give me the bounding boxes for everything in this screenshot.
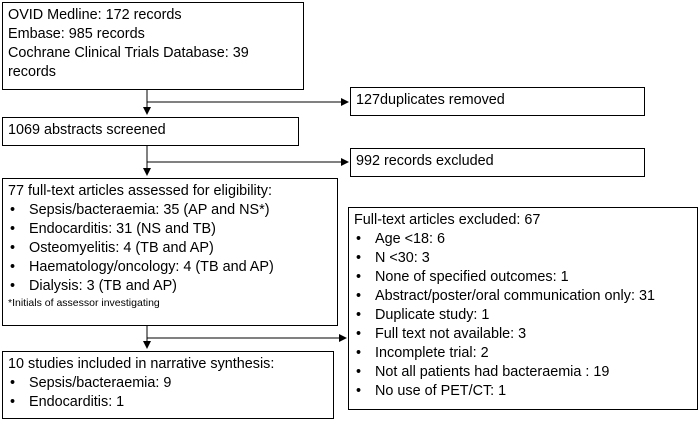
duplicates-box: 127duplicates removed	[350, 87, 645, 116]
source-line-cochrane: Cochrane Clinical Trials Database: 39	[8, 45, 249, 61]
exclusion-item: Full text not available: 3	[354, 325, 692, 344]
excluded-records-box: 992 records excluded	[350, 148, 645, 177]
eligibility-item: Endocarditis: 31 (NS and TB)	[8, 220, 332, 239]
included-item: Endocarditis: 1	[8, 393, 328, 412]
eligibility-item: Haematology/oncology: 4 (TB and AP)	[8, 258, 332, 277]
screened-box: 1069 abstracts screened	[2, 117, 299, 146]
eligibility-box: 77 full-text articles assessed for eligi…	[2, 178, 338, 326]
exclusion-item: No use of PET/CT: 1	[354, 382, 692, 401]
included-box: 10 studies included in narrative synthes…	[2, 351, 334, 419]
eligibility-item: Dialysis: 3 (TB and AP)	[8, 277, 332, 296]
exclusion-item: Not all patients had bacteraemia : 19	[354, 363, 692, 382]
fulltext-excluded-title: Full-text articles excluded: 67	[354, 212, 541, 228]
screened-text: 1069 abstracts screened	[8, 122, 166, 138]
source-line-cochrane-cont: records	[8, 64, 56, 80]
eligibility-note: *Initials of assessor investigating	[8, 297, 160, 309]
duplicates-text: 127duplicates removed	[356, 92, 505, 108]
exclusion-item: N <30: 3	[354, 249, 692, 268]
excluded-records-text: 992 records excluded	[356, 153, 494, 169]
fulltext-excluded-box: Full-text articles excluded: 67 Age <18:…	[348, 207, 698, 410]
fulltext-excluded-list: Age <18: 6 N <30: 3 None of specified ou…	[354, 230, 692, 401]
exclusion-item: Abstract/poster/oral communication only:…	[354, 287, 692, 306]
exclusion-item: None of specified outcomes: 1	[354, 268, 692, 287]
eligibility-item: Sepsis/bacteraemia: 35 (AP and NS*)	[8, 201, 332, 220]
included-item: Sepsis/bacteraemia: 9	[8, 374, 328, 393]
source-line-embase: Embase: 985 records	[8, 26, 145, 42]
eligibility-list: Sepsis/bacteraemia: 35 (AP and NS*) Endo…	[8, 201, 332, 296]
exclusion-item: Duplicate study: 1	[354, 306, 692, 325]
included-title: 10 studies included in narrative synthes…	[8, 356, 275, 372]
eligibility-item: Osteomyelitis: 4 (TB and AP)	[8, 239, 332, 258]
sources-box: OVID Medline: 172 records Embase: 985 re…	[2, 2, 304, 90]
exclusion-item: Age <18: 6	[354, 230, 692, 249]
eligibility-title: 77 full-text articles assessed for eligi…	[8, 183, 272, 199]
included-list: Sepsis/bacteraemia: 9 Endocarditis: 1	[8, 374, 328, 412]
exclusion-item: Incomplete trial: 2	[354, 344, 692, 363]
source-line-medline: OVID Medline: 172 records	[8, 7, 182, 23]
